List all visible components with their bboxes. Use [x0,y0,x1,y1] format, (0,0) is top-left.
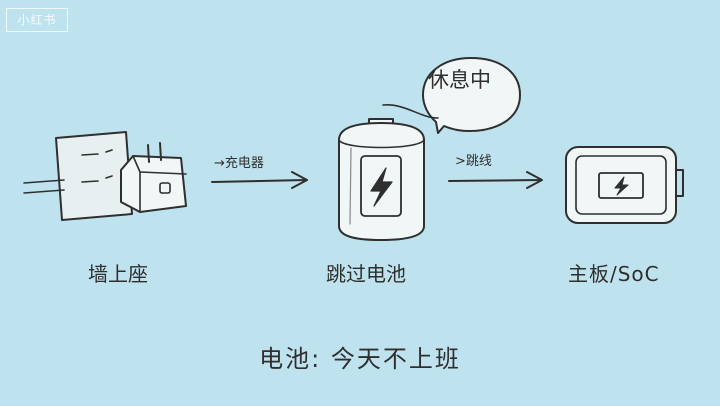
speech-bubble-text: 休息中 [428,68,491,92]
battery-bolt-icon [370,167,393,207]
arrow-1-label: →充电器 [214,156,264,171]
battery-device [338,118,425,241]
speech-bubble [382,57,521,134]
battery-label: 跳过电池 [326,262,406,286]
watermark-logo: 小红书 [6,8,68,32]
motherboard-label: 主板/SoC [568,262,660,286]
soc-bolt-icon [614,176,629,196]
wall-socket-label: 墙上座 [88,262,148,286]
arrow-2-label: >跳线 [455,154,492,169]
arrow-1 [211,171,308,189]
motherboard-device [565,146,684,224]
arrow-2 [448,171,543,189]
wall-socket-icon [23,131,187,221]
caption: 电池: 今天不上班 [259,345,461,373]
